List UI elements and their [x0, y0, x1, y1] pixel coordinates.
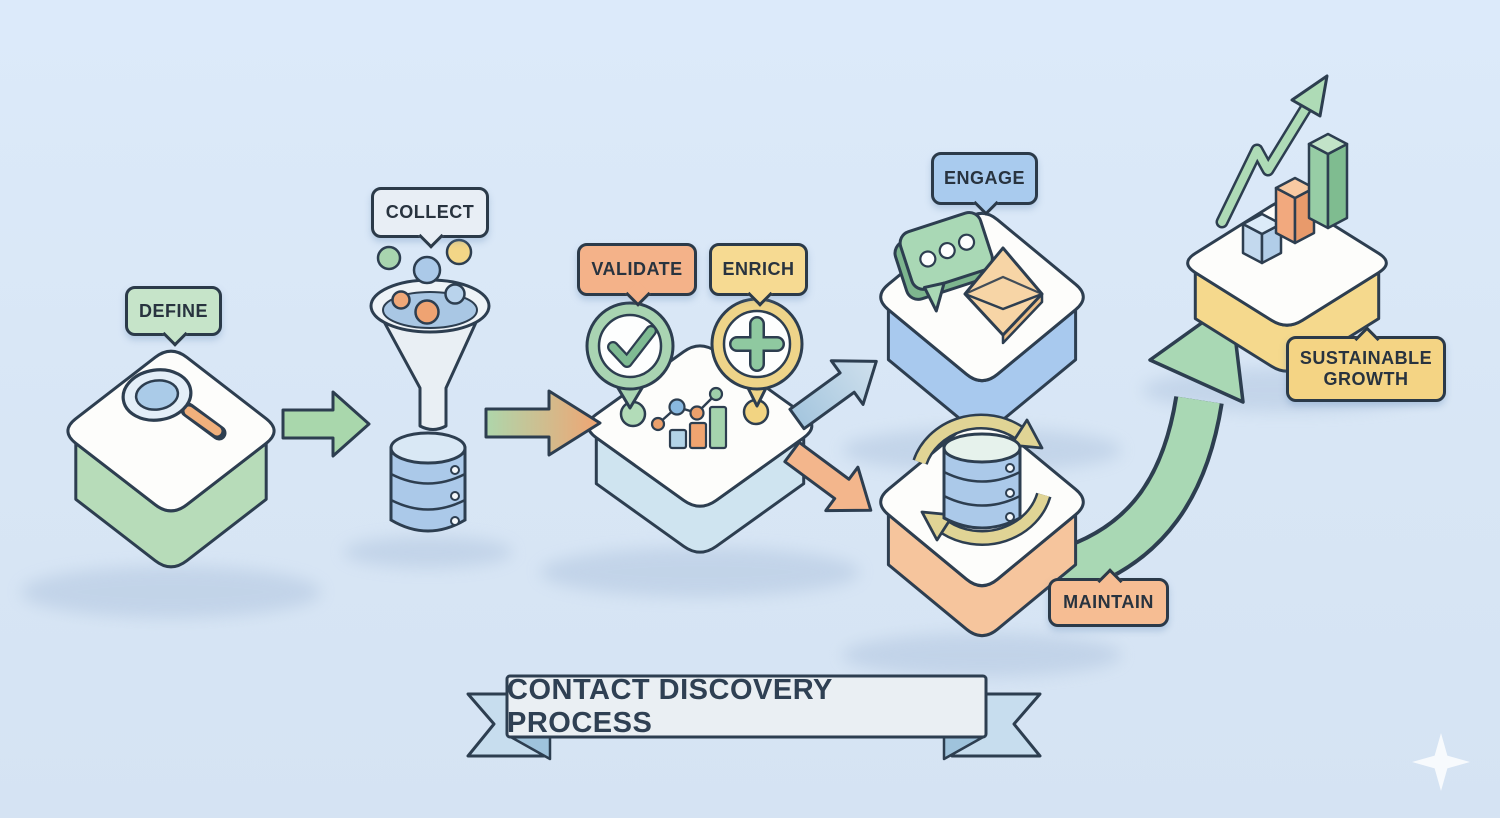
stage-label-text: MAINTAIN — [1063, 592, 1154, 613]
stage-label-define: DEFINE — [125, 286, 222, 347]
database-sync-icon — [942, 432, 1022, 530]
stage-label-validate: VALIDATE — [577, 243, 697, 307]
bar-chart-3d-icon — [1241, 132, 1349, 265]
database-icon — [389, 431, 467, 533]
arrow-collect-to-validate — [484, 389, 602, 457]
stage-label-engage: ENGAGE — [931, 152, 1038, 216]
arrow-define-to-collect — [281, 390, 371, 458]
stage-label-text: ENRICH — [722, 259, 795, 280]
chat-bubble-icon — [893, 211, 994, 313]
stage-label-growth: SUSTAINABLE GROWTH — [1286, 325, 1446, 402]
zigzag-growth-arrow-icon — [1215, 74, 1329, 229]
stage-label-text: ENGAGE — [943, 168, 1025, 189]
ribbon-band — [505, 674, 988, 739]
arrow-validate-to-engage — [788, 359, 878, 431]
stage-label-collect: COLLECT — [371, 187, 489, 249]
stage-label-text: COLLECT — [385, 202, 475, 223]
platform-top — [66, 349, 276, 513]
stage-label-text: VALIDATE — [591, 259, 683, 280]
arrow-validate-to-maintain — [783, 440, 873, 513]
check-badge-icon — [585, 301, 675, 410]
stage-label-maintain: MAINTAIN — [1048, 567, 1169, 627]
magnifier-icon — [121, 368, 227, 441]
envelope-icon — [963, 246, 1044, 345]
funnel-icon — [369, 238, 491, 431]
page-title-text: CONTACT DISCOVERY PROCESS — [507, 673, 833, 739]
platform-define — [66, 349, 276, 569]
stage-label-text: DEFINE — [138, 300, 208, 321]
stage-label-enrich: ENRICH — [709, 243, 808, 307]
falling-dots — [376, 238, 473, 325]
mini-chart-icon — [619, 386, 770, 450]
stage-label-text: SUSTAINABLE GROWTH — [1299, 348, 1433, 389]
page-title: CONTACT DISCOVERY PROCESS — [507, 673, 986, 739]
title-ribbon — [466, 674, 1042, 761]
